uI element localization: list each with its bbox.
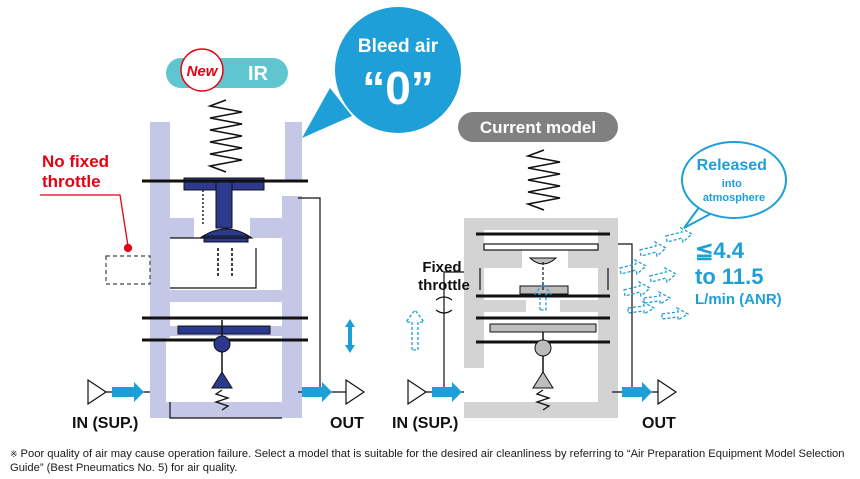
- footnote-text: Poor quality of air may cause operation …: [10, 448, 845, 474]
- new-ir-spring: [207, 99, 243, 173]
- svg-text:Released into atmo: Released into atmosphere: [697, 157, 772, 204]
- current-model-label: Current model: [480, 118, 596, 137]
- bleed-rate-label: ≦4.4 to 11.5 L/min (ANR): [695, 238, 782, 308]
- new-ir-regulator: [87, 99, 366, 419]
- fixed-throttle-label: Fixed throttle: [418, 259, 470, 294]
- bleed-air-label: Bleed air: [358, 36, 439, 57]
- in-sup-label-right: IN (SUP.): [392, 415, 458, 432]
- footnote-mark: ※: [10, 449, 18, 459]
- new-label: New: [187, 63, 219, 80]
- footnote: ※Poor quality of air may cause operation…: [10, 447, 850, 475]
- port-labels: IN (SUP.) OUT IN (SUP.) OUT: [72, 415, 676, 432]
- ir-product-label: IR: [248, 63, 269, 85]
- current-model-regulator: [404, 149, 678, 418]
- bleed-air-callout: Bleed air “0”: [302, 7, 461, 138]
- no-fixed-throttle-label: No fixed throttle: [42, 152, 114, 191]
- bleed-air-value: “0”: [362, 62, 434, 114]
- out-label-left: OUT: [330, 415, 364, 432]
- new-ir-badge: New IR: [166, 48, 288, 92]
- released-callout: Released into atmosphere: [681, 141, 787, 229]
- current-model-spring: [525, 149, 561, 211]
- current-model-badge: Current model: [458, 112, 618, 142]
- no-fixed-throttle-leader: [40, 194, 133, 253]
- out-label-right: OUT: [642, 415, 676, 432]
- in-sup-label-left: IN (SUP.): [72, 415, 138, 432]
- released-air-arrows: [619, 226, 694, 322]
